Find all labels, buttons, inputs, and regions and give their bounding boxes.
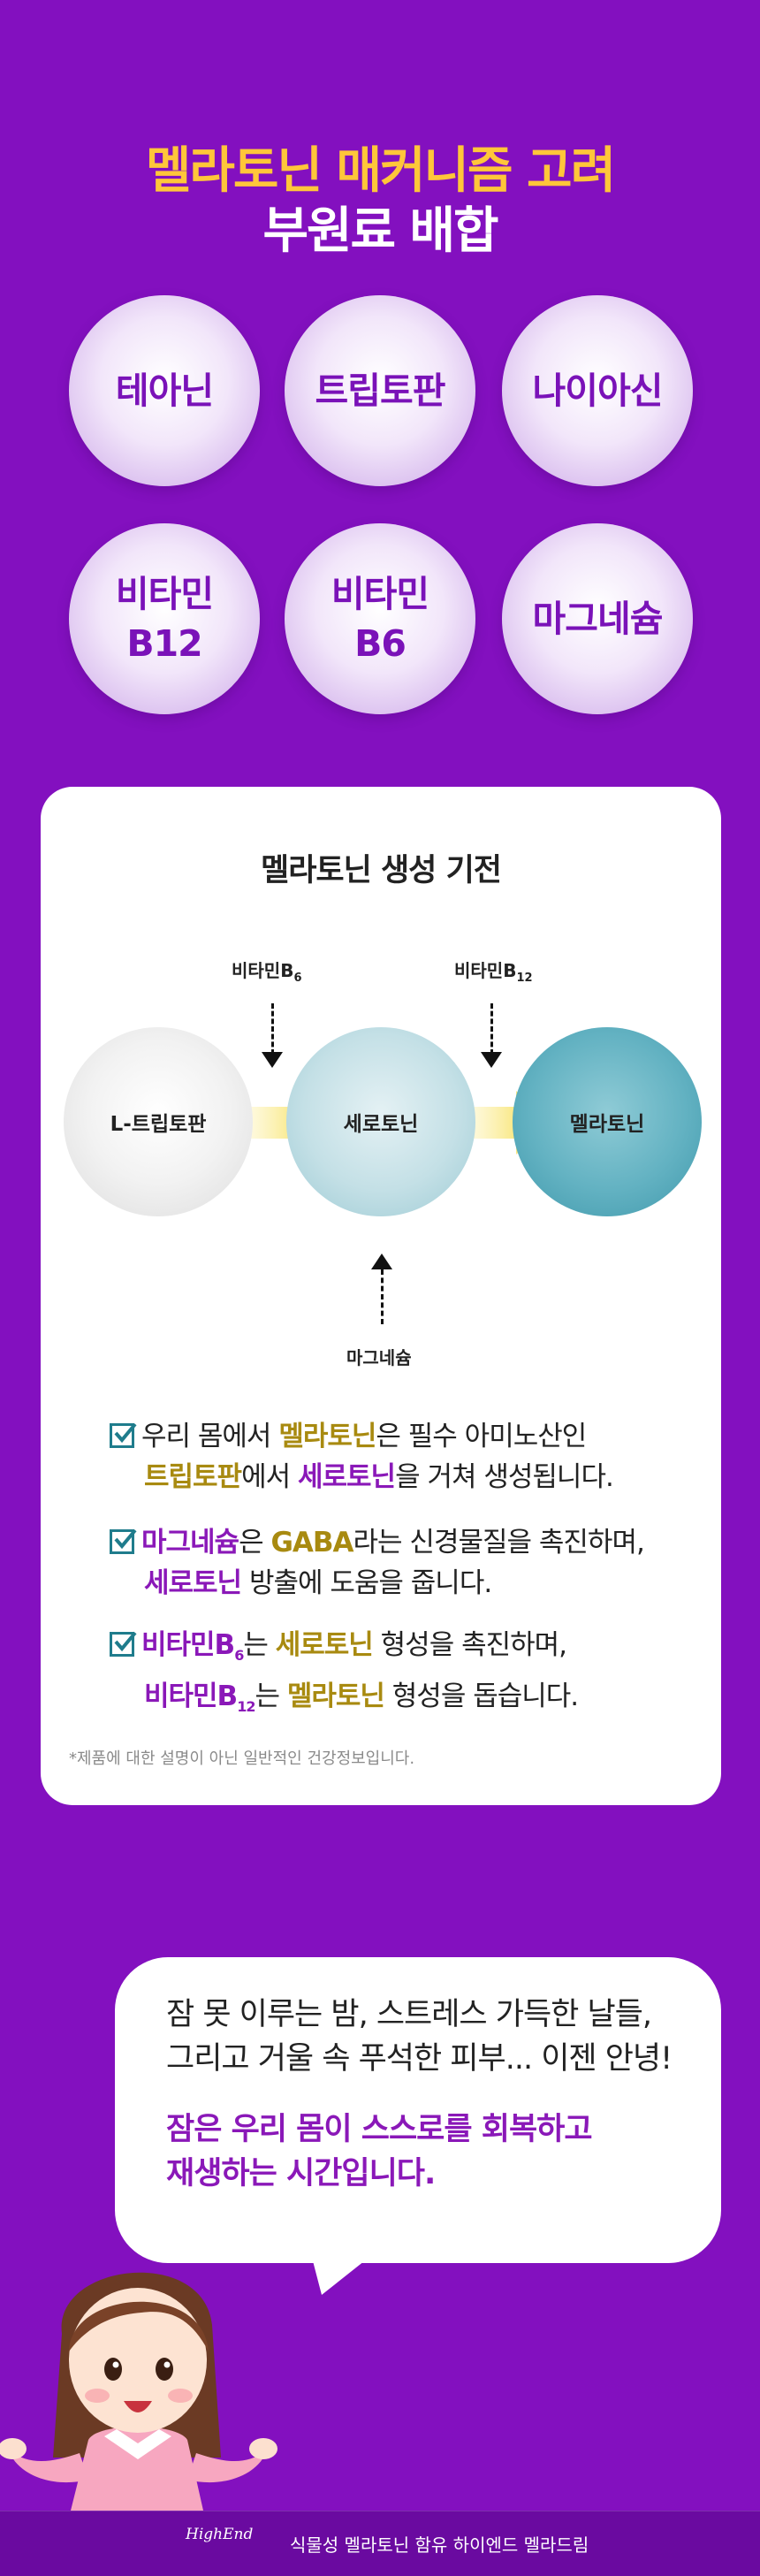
mechanism-card: 멜라토닌 생성 기전 비타민B6 비타민B12 L-트립토판 세로토닌 멜라토닌… <box>41 787 721 1805</box>
header-title-line2: 부원료 배합 <box>262 202 498 260</box>
description-1: 우리 몸에서 멜라토닌은 필수 아미노산인 트립토판에서 세로토닌을 거쳐 생성… <box>110 1416 614 1498</box>
speech-bubble: 잠 못 이루는 밤, 스트레스 가득한 날들,그리고 거울 속 푸석한 피부..… <box>115 1957 721 2263</box>
arrow-b6-head-icon <box>262 1052 283 1068</box>
label-magnesium: 마그네슘 <box>346 1347 412 1368</box>
label-vitamin-b12: 비타민B12 <box>454 960 533 985</box>
cartoon-girl-illustration <box>0 2272 277 2511</box>
bubble-text-1: 잠 못 이루는 밤, 스트레스 가득한 날들,그리고 거울 속 푸석한 피부..… <box>166 1997 673 2077</box>
footer-bar: HighEnd 식물성 멜라토닌 함유 하이엔드 멜라드림 <box>0 2511 760 2576</box>
footer-text: 식물성 멜라토닌 함유 하이엔드 멜라드림 <box>290 2534 589 2556</box>
arrow-b12-head-icon <box>481 1052 502 1068</box>
brand-logo: HighEnd <box>186 2526 254 2543</box>
ingredient-vitamin-b6: 비타민 B6 <box>285 523 475 714</box>
ingredient-theanine: 테아닌 <box>69 295 260 486</box>
checkbox-icon <box>110 1631 137 1657</box>
ingredient-niacin: 나이아신 <box>502 295 693 486</box>
node-l-tryptophan: L-트립토판 <box>64 1027 253 1216</box>
ingredient-tryptophan: 트립토판 <box>285 295 475 486</box>
ingredient-magnesium: 마그네슘 <box>502 523 693 714</box>
speech-bubble-tail-icon <box>311 2254 373 2295</box>
checkbox-icon <box>110 1422 137 1448</box>
arrow-mg-line <box>381 1269 384 1324</box>
checkbox-icon <box>110 1528 137 1554</box>
arrow-mg-head-icon <box>371 1254 392 1269</box>
card-title: 멜라토닌 생성 기전 <box>261 853 502 888</box>
disclaimer-note: *제품에 대한 설명이 아닌 일반적인 건강정보입니다. <box>69 1749 415 1768</box>
ingredient-vitamin-b12: 비타민 B12 <box>69 523 260 714</box>
description-3: 비타민B6는 세로토닌 형성을 촉진하며, 비타민B12는 멜라토닌 형성을 돕… <box>110 1625 579 1727</box>
arrow-b12-line <box>490 1003 493 1055</box>
node-melatonin: 멜라토닌 <box>513 1027 702 1216</box>
description-2: 마그네슘은 GABA라는 신경물질을 촉진하며, 세로토닌 방출에 도움을 줍니… <box>110 1522 645 1604</box>
label-vitamin-b6: 비타민B6 <box>232 960 302 985</box>
node-serotonin: 세로토닌 <box>286 1027 475 1216</box>
arrow-b6-line <box>271 1003 274 1055</box>
header-title-line1: 멜라토닌 매커니즘 고려 <box>145 142 616 200</box>
